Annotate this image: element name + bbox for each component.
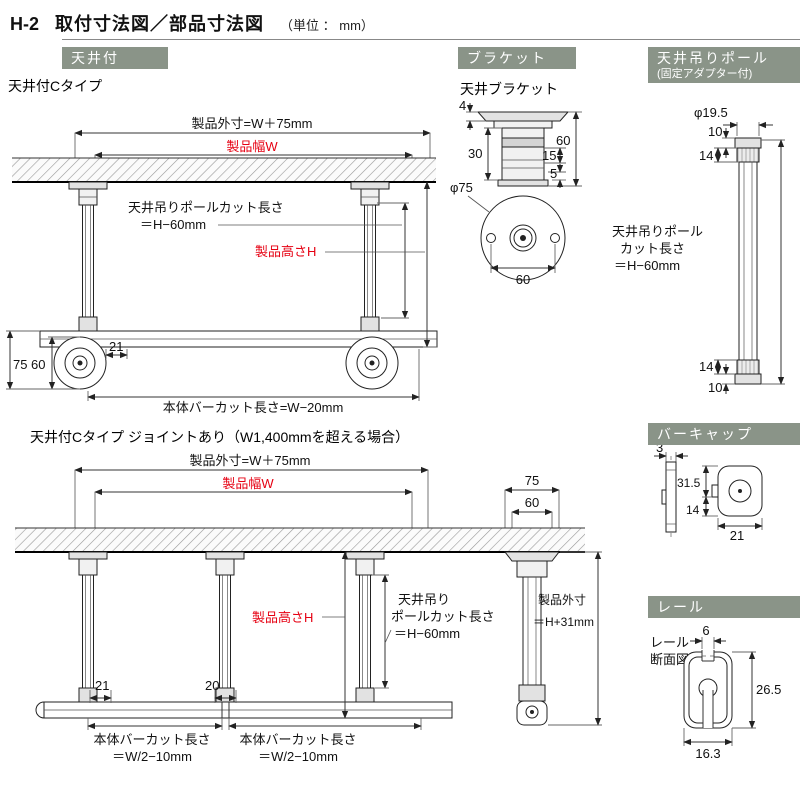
ceiling-c-drawing: 製品外寸=W＋75mm 製品幅W: [6, 116, 438, 415]
rail-profile: [683, 648, 733, 729]
dim-label-75-side: 75: [525, 473, 539, 488]
dim-label-outer-width-2: 製品外寸=W＋75mm: [190, 453, 311, 468]
dim-label-pole-cut-b: カット長さ: [620, 241, 685, 256]
hanger-left: [68, 181, 108, 332]
dim-label-30: 30: [468, 146, 482, 161]
dim-label-75: 75: [13, 357, 27, 372]
dim-label-21-2: 21: [95, 678, 109, 693]
dim-label-14-bottom: 14: [699, 359, 713, 374]
dim-label-60: 60: [556, 133, 570, 148]
dim-label-bar-cut-r2: ＝W/2−10mm: [258, 749, 338, 764]
page-header: H-2 取付寸法図／部品寸法図 （単位 ： mm）: [10, 10, 374, 36]
dim-label-outer-h1: 製品外寸: [538, 593, 586, 607]
hanger-3: [345, 551, 385, 703]
side-view-pole: [503, 551, 561, 726]
dim-label-21-cap: 21: [730, 528, 744, 543]
dim-label-product-height: 製品高さH: [255, 244, 316, 259]
hanger-right: [350, 181, 390, 332]
dim-label-5: 5: [550, 166, 557, 181]
dim-label-315: 31.5: [677, 476, 701, 490]
bracket-title: 天井ブラケット: [460, 81, 558, 97]
dim-label-outer-h2: ＝H+31mm: [533, 615, 594, 629]
dim-label-6: 6: [702, 623, 709, 638]
dim-label-pole-cut2-a: 天井吊り: [398, 592, 450, 607]
ceiling-c-title: 天井付Cタイプ: [8, 78, 103, 94]
page-code: H-2: [10, 14, 40, 34]
badge-hanging-pole-line1: 天井吊りポール: [657, 50, 769, 66]
header-divider: [62, 39, 800, 40]
dim-label-bar-cut-r1: 本体バーカット長さ: [239, 732, 356, 747]
rail-section-label-1: レール: [650, 635, 689, 650]
dim-label-21: 21: [109, 339, 123, 354]
dim-label-phi195: φ19.5: [694, 105, 728, 120]
dim-label-bar-cut-l1: 本体バーカット長さ: [93, 732, 210, 747]
dim-label-14-cap: 14: [686, 503, 700, 517]
dim-label-product-height-2: 製品高さH: [252, 610, 313, 625]
badge-rail: レール: [648, 596, 800, 618]
dim-label-pole-cut-a: 天井吊りポール: [612, 224, 703, 239]
ceiling-c-joint-drawing: 製品外寸=W＋75mm 製品幅W 75 60: [15, 453, 602, 764]
dim-label-265: 26.5: [756, 682, 781, 697]
dim-label-14-top: 14: [699, 148, 713, 163]
dim-label-pole-cut-1: 天井吊りポールカット長さ: [128, 200, 284, 215]
hanger-1: [68, 551, 108, 703]
dim-label-pole-cut-2: ＝H−60mm: [140, 217, 206, 232]
dim-label-60: 60: [31, 357, 45, 372]
ceiling-hatch-2: [15, 528, 585, 552]
badge-bracket: ブラケット: [458, 47, 576, 69]
dim-label-163: 16.3: [695, 746, 720, 761]
dim-label-60-holes: 60: [516, 272, 530, 287]
dim-label-pole-cut2-b: ポールカット長さ: [391, 609, 495, 624]
badge-ceiling-mount: 天井付: [62, 47, 168, 69]
dim-label-product-width: 製品幅W: [226, 139, 278, 154]
dim-label-4: 4: [459, 98, 466, 113]
ceiling-c-joint-title: 天井付Cタイプ ジョイントあり（W1,400mmを超える場合）: [30, 429, 410, 445]
dim-label-bar-cut: 本体バーカット長さ=W−20mm: [163, 400, 344, 415]
dim-label-10-top: 10: [708, 124, 722, 139]
barcap-side-view: [665, 461, 677, 533]
rail-drawing: レール 断面図 6 2: [650, 623, 781, 761]
barcap-drawing: 3 31.5 14 21: [654, 440, 763, 543]
bracket-drawing: 4 30 60 15 5: [450, 98, 582, 287]
badge-barcap: バーキャップ: [648, 423, 800, 445]
bracket-base-view: [480, 195, 566, 281]
dim-label-15: 15: [542, 148, 556, 163]
pole-drawing: φ19.5 10 14 14: [612, 105, 785, 395]
dim-label-3: 3: [656, 440, 663, 455]
dim-label-outer-width: 製品外寸=W＋75mm: [192, 116, 313, 131]
unit-note: （単位 ： mm）: [280, 18, 374, 33]
round-bracket-right: [345, 336, 399, 390]
dim-label-60-side: 60: [525, 495, 539, 510]
badge-hanging-pole: 天井吊りポール (固定アダプター付): [648, 47, 800, 83]
dim-label-10-bottom: 10: [708, 380, 722, 395]
badge-hanging-pole-line2: (固定アダプター付): [657, 68, 753, 80]
round-bracket-left: [53, 336, 107, 390]
barcap-front-view: [711, 465, 763, 517]
dim-label-pole-cut2-c: ＝H−60mm: [394, 626, 460, 641]
page-title: 取付寸法図／部品寸法図: [55, 14, 265, 34]
rail-section-label-2: 断面図: [650, 652, 689, 667]
dim-label-bar-cut-l2: ＝W/2−10mm: [112, 749, 192, 764]
dim-label-20: 20: [205, 678, 219, 693]
dim-label-product-width-2: 製品幅W: [222, 476, 274, 491]
ceiling-hatch: [12, 158, 436, 182]
dim-label-phi75: φ75: [450, 180, 473, 195]
dim-label-pole-cut-c: ＝H−60mm: [614, 258, 680, 273]
